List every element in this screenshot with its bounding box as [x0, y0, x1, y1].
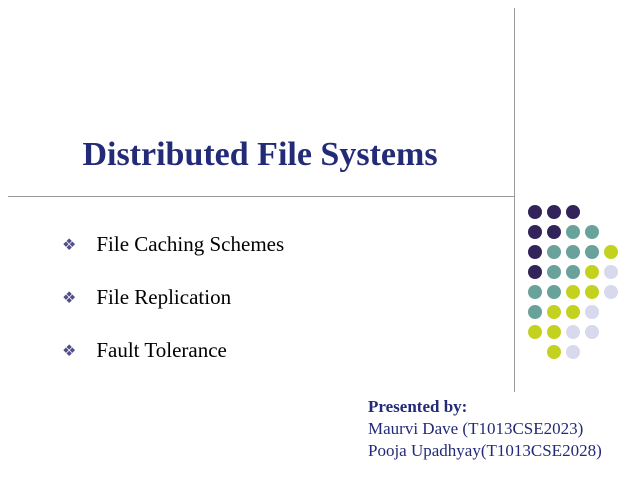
bullet-text: Fault Tolerance [96, 338, 227, 362]
decorative-dot [547, 345, 561, 359]
presenter-line: Pooja Upadhyay(T1013CSE2028) [368, 441, 602, 460]
diamond-bullet-icon: ❖ [62, 235, 77, 254]
bullet-item: ❖ File Replication [62, 285, 284, 310]
bullet-text: File Replication [96, 285, 232, 309]
decorative-dot [585, 305, 599, 319]
decorative-dot [604, 285, 618, 299]
decorative-dot [566, 285, 580, 299]
decorative-dot [566, 325, 580, 339]
decorative-dot [585, 225, 599, 239]
decorative-dot-empty [604, 225, 618, 239]
decorative-dot [528, 305, 542, 319]
decorative-dot [604, 245, 618, 259]
horizontal-divider [8, 196, 514, 197]
decorative-dot-empty [528, 345, 542, 359]
decorative-dot [547, 305, 561, 319]
bullet-list: ❖ File Caching Schemes ❖ File Replicatio… [62, 232, 284, 391]
presenter-block: Presented by: Maurvi Dave (T1013CSE2023)… [368, 396, 602, 462]
decorative-dot [566, 245, 580, 259]
bullet-item: ❖ Fault Tolerance [62, 338, 284, 363]
decorative-dot [585, 285, 599, 299]
decorative-dot [547, 265, 561, 279]
decorative-dot [566, 225, 580, 239]
decorative-dot [547, 245, 561, 259]
decorative-dot [566, 345, 580, 359]
decorative-dot [585, 265, 599, 279]
diamond-bullet-icon: ❖ [62, 341, 77, 360]
presented-by-label: Presented by: [368, 397, 468, 416]
decorative-dot [566, 205, 580, 219]
decorative-dot-empty [604, 325, 618, 339]
slide-title: Distributed File Systems [82, 136, 438, 173]
decorative-dot [528, 205, 542, 219]
decorative-dot [547, 225, 561, 239]
decorative-dot [528, 265, 542, 279]
presenter-line: Maurvi Dave (T1013CSE2023) [368, 419, 584, 438]
bullet-text: File Caching Schemes [96, 232, 285, 256]
decorative-dot-empty [585, 345, 599, 359]
diamond-bullet-icon: ❖ [62, 288, 77, 307]
decorative-dot [566, 265, 580, 279]
dot-decoration [528, 205, 623, 365]
decorative-dot [585, 245, 599, 259]
decorative-dot [566, 305, 580, 319]
decorative-dot [528, 245, 542, 259]
decorative-dot [547, 285, 561, 299]
decorative-dot [528, 325, 542, 339]
decorative-dot-empty [585, 205, 599, 219]
decorative-dot [528, 285, 542, 299]
decorative-dot [585, 325, 599, 339]
decorative-dot-empty [604, 345, 618, 359]
decorative-dot [547, 325, 561, 339]
decorative-dot-empty [604, 205, 618, 219]
vertical-divider [514, 8, 515, 392]
decorative-dot [604, 265, 618, 279]
decorative-dot [528, 225, 542, 239]
bullet-item: ❖ File Caching Schemes [62, 232, 284, 257]
decorative-dot-empty [604, 305, 618, 319]
decorative-dot [547, 205, 561, 219]
